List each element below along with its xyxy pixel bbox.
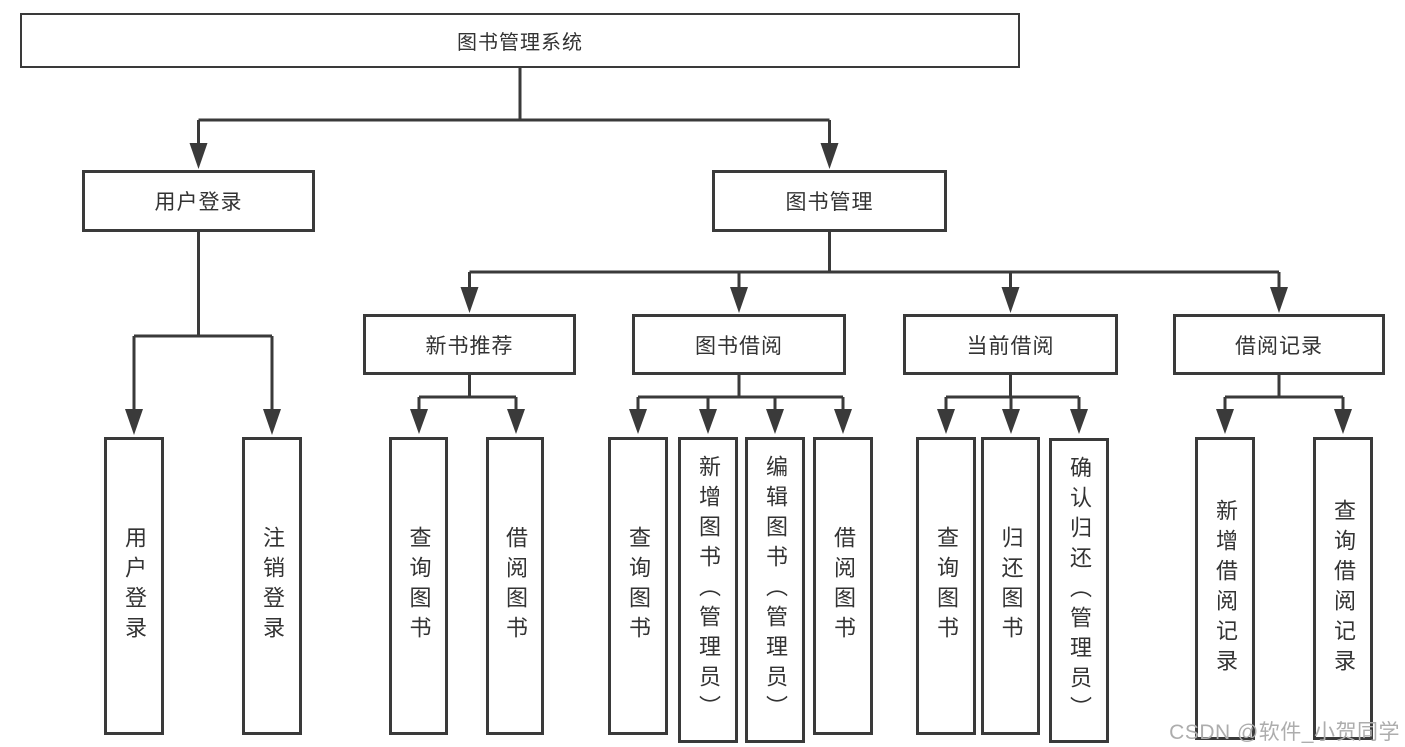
leaf-query-books-current-label: 查询图书 — [934, 526, 959, 646]
leaf-user-login: 用户登录 — [104, 437, 164, 735]
node-borrowing-records-label: 借阅记录 — [1235, 334, 1323, 358]
node-current-borrowing-label: 当前借阅 — [966, 334, 1055, 358]
leaf-query-books-borrowing: 查询图书 — [608, 437, 668, 735]
leaf-query-borrow-record-label: 查询借阅记录 — [1331, 498, 1356, 679]
leaf-edit-books-admin: 编辑图书（管理员） — [745, 437, 805, 743]
node-user-login-label: 用户登录 — [154, 191, 243, 214]
leaf-query-books-recommend: 查询图书 — [389, 437, 448, 735]
node-library-system-root: 图书管理系统 — [20, 13, 1020, 68]
node-book-borrowing-label: 图书借阅 — [695, 334, 783, 358]
node-library-system-root-label: 图书管理系统 — [457, 32, 583, 54]
leaf-borrow-books-recommend: 借阅图书 — [486, 437, 544, 735]
leaf-add-books-admin-label: 新增图书（管理员） — [696, 455, 721, 725]
leaf-user-login-label: 用户登录 — [122, 526, 147, 646]
leaf-query-books-current: 查询图书 — [916, 437, 976, 735]
leaf-add-borrow-record-label: 新增借阅记录 — [1213, 498, 1238, 679]
node-current-borrowing: 当前借阅 — [903, 314, 1118, 375]
node-borrowing-records: 借阅记录 — [1173, 314, 1385, 375]
leaf-query-borrow-record: 查询借阅记录 — [1313, 437, 1373, 740]
leaf-return-books-label: 归还图书 — [998, 526, 1024, 646]
node-user-login: 用户登录 — [82, 170, 315, 232]
leaf-logout: 注销登录 — [242, 437, 302, 735]
node-book-management: 图书管理 — [712, 170, 947, 232]
watermark-text: CSDN @软件_小贺同学 — [1169, 721, 1400, 744]
node-book-management-label: 图书管理 — [785, 191, 874, 214]
leaf-edit-books-admin-label: 编辑图书（管理员） — [763, 455, 788, 725]
leaf-confirm-return-admin-label: 确认归还（管理员） — [1067, 455, 1092, 726]
leaf-borrow-books-borrowing: 借阅图书 — [813, 437, 873, 735]
leaf-logout-label: 注销登录 — [260, 526, 285, 646]
leaf-add-books-admin: 新增图书（管理员） — [678, 437, 738, 743]
leaf-confirm-return-admin: 确认归还（管理员） — [1049, 438, 1109, 743]
node-book-borrowing: 图书借阅 — [632, 314, 846, 375]
leaf-borrow-books-recommend-label: 借阅图书 — [503, 526, 528, 646]
leaf-query-books-recommend-label: 查询图书 — [406, 526, 432, 646]
leaf-return-books: 归还图书 — [981, 437, 1040, 735]
leaf-borrow-books-borrowing-label: 借阅图书 — [831, 526, 856, 646]
node-new-book-recommend: 新书推荐 — [363, 314, 576, 375]
leaf-add-borrow-record: 新增借阅记录 — [1195, 437, 1255, 740]
leaf-query-books-borrowing-label: 查询图书 — [626, 526, 651, 646]
node-new-book-recommend-label: 新书推荐 — [425, 334, 514, 358]
